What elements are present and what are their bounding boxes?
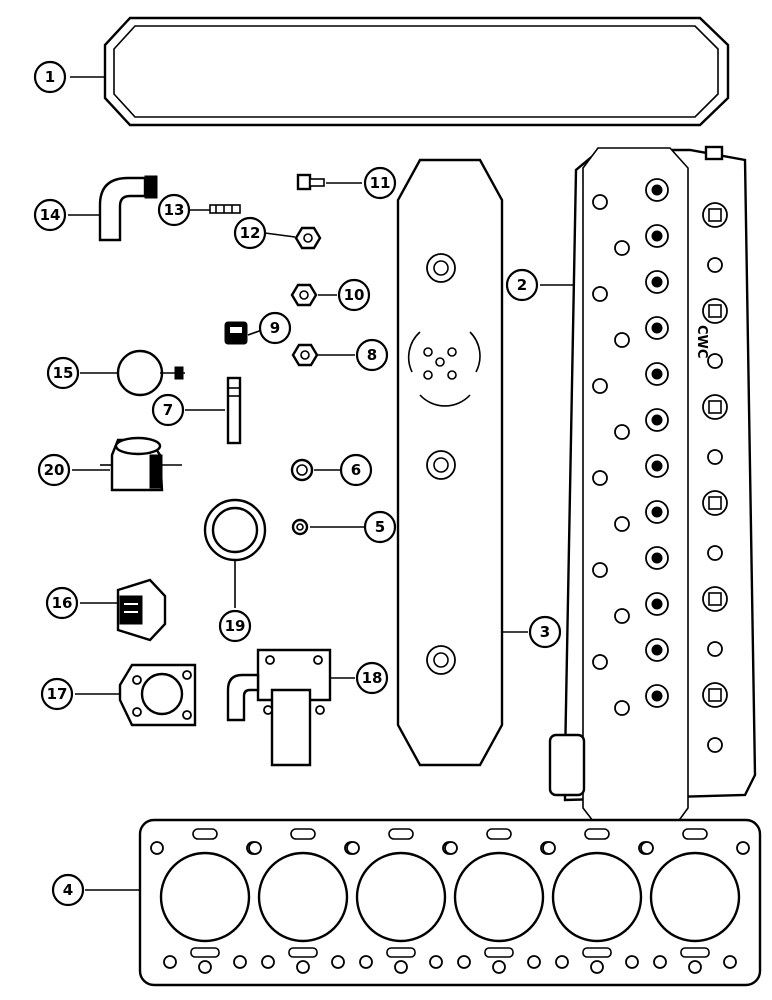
callout-number: 19 [225, 617, 246, 635]
callout-19: 19 [218, 609, 252, 643]
nut-12 [294, 226, 322, 250]
housing-16 [116, 578, 167, 642]
callout-number: 7 [163, 401, 173, 419]
callout-number: 14 [40, 206, 61, 224]
stud-13 [209, 204, 241, 214]
callout-number: 12 [240, 224, 261, 242]
callout-9: 9 [258, 311, 292, 345]
callout-12: 12 [233, 216, 267, 250]
gasket-17 [118, 663, 197, 727]
callout-5: 5 [363, 510, 397, 544]
cylinder-head: CWC [548, 145, 757, 831]
callout-number: 3 [540, 623, 550, 641]
callout-number: 4 [63, 881, 73, 899]
callout-number: 13 [164, 201, 185, 219]
nut-8 [291, 343, 319, 367]
callout-8: 8 [355, 338, 389, 372]
callout-17: 17 [40, 677, 74, 711]
callout-number: 6 [351, 461, 361, 479]
thermostat-20 [100, 436, 182, 492]
callout-number: 8 [367, 346, 377, 364]
head-marking: CWC [694, 325, 709, 358]
callout-13: 13 [157, 193, 191, 227]
callout-number: 11 [370, 174, 391, 192]
leader-lines [68, 76, 575, 891]
fitting-9 [224, 321, 248, 345]
callout-number: 16 [52, 594, 73, 612]
stud-7 [226, 376, 242, 445]
callout-number: 1 [45, 68, 55, 86]
nut-10 [290, 283, 318, 307]
valve-cover-gasket [103, 16, 730, 127]
callout-20: 20 [37, 453, 71, 487]
callout-7: 7 [151, 393, 185, 427]
callout-4: 4 [51, 873, 85, 907]
sender-15 [116, 349, 185, 397]
callout-18: 18 [355, 661, 389, 695]
callout-3: 3 [528, 615, 562, 649]
bolt-11 [296, 173, 325, 191]
callout-10: 10 [337, 278, 371, 312]
callout-1: 1 [33, 60, 67, 94]
washer-6 [290, 458, 314, 482]
callout-16: 16 [45, 586, 79, 620]
seal-ring-19 [203, 498, 267, 562]
callout-2: 2 [505, 268, 539, 302]
head-gasket [138, 818, 762, 987]
callout-number: 17 [47, 685, 68, 703]
elbow-fitting [98, 175, 158, 242]
callout-number: 18 [362, 669, 383, 687]
callout-number: 5 [375, 518, 385, 536]
cover-plate [396, 158, 504, 767]
washer-5 [291, 518, 309, 536]
callout-number: 2 [517, 276, 527, 294]
callout-14: 14 [33, 198, 67, 232]
callout-6: 6 [339, 453, 373, 487]
callout-number: 20 [44, 461, 65, 479]
callout-15: 15 [46, 356, 80, 390]
callout-11: 11 [363, 166, 397, 200]
callout-number: 9 [270, 319, 280, 337]
callout-number: 15 [53, 364, 74, 382]
outlet-elbow-18 [226, 648, 332, 767]
callout-number: 10 [344, 286, 365, 304]
